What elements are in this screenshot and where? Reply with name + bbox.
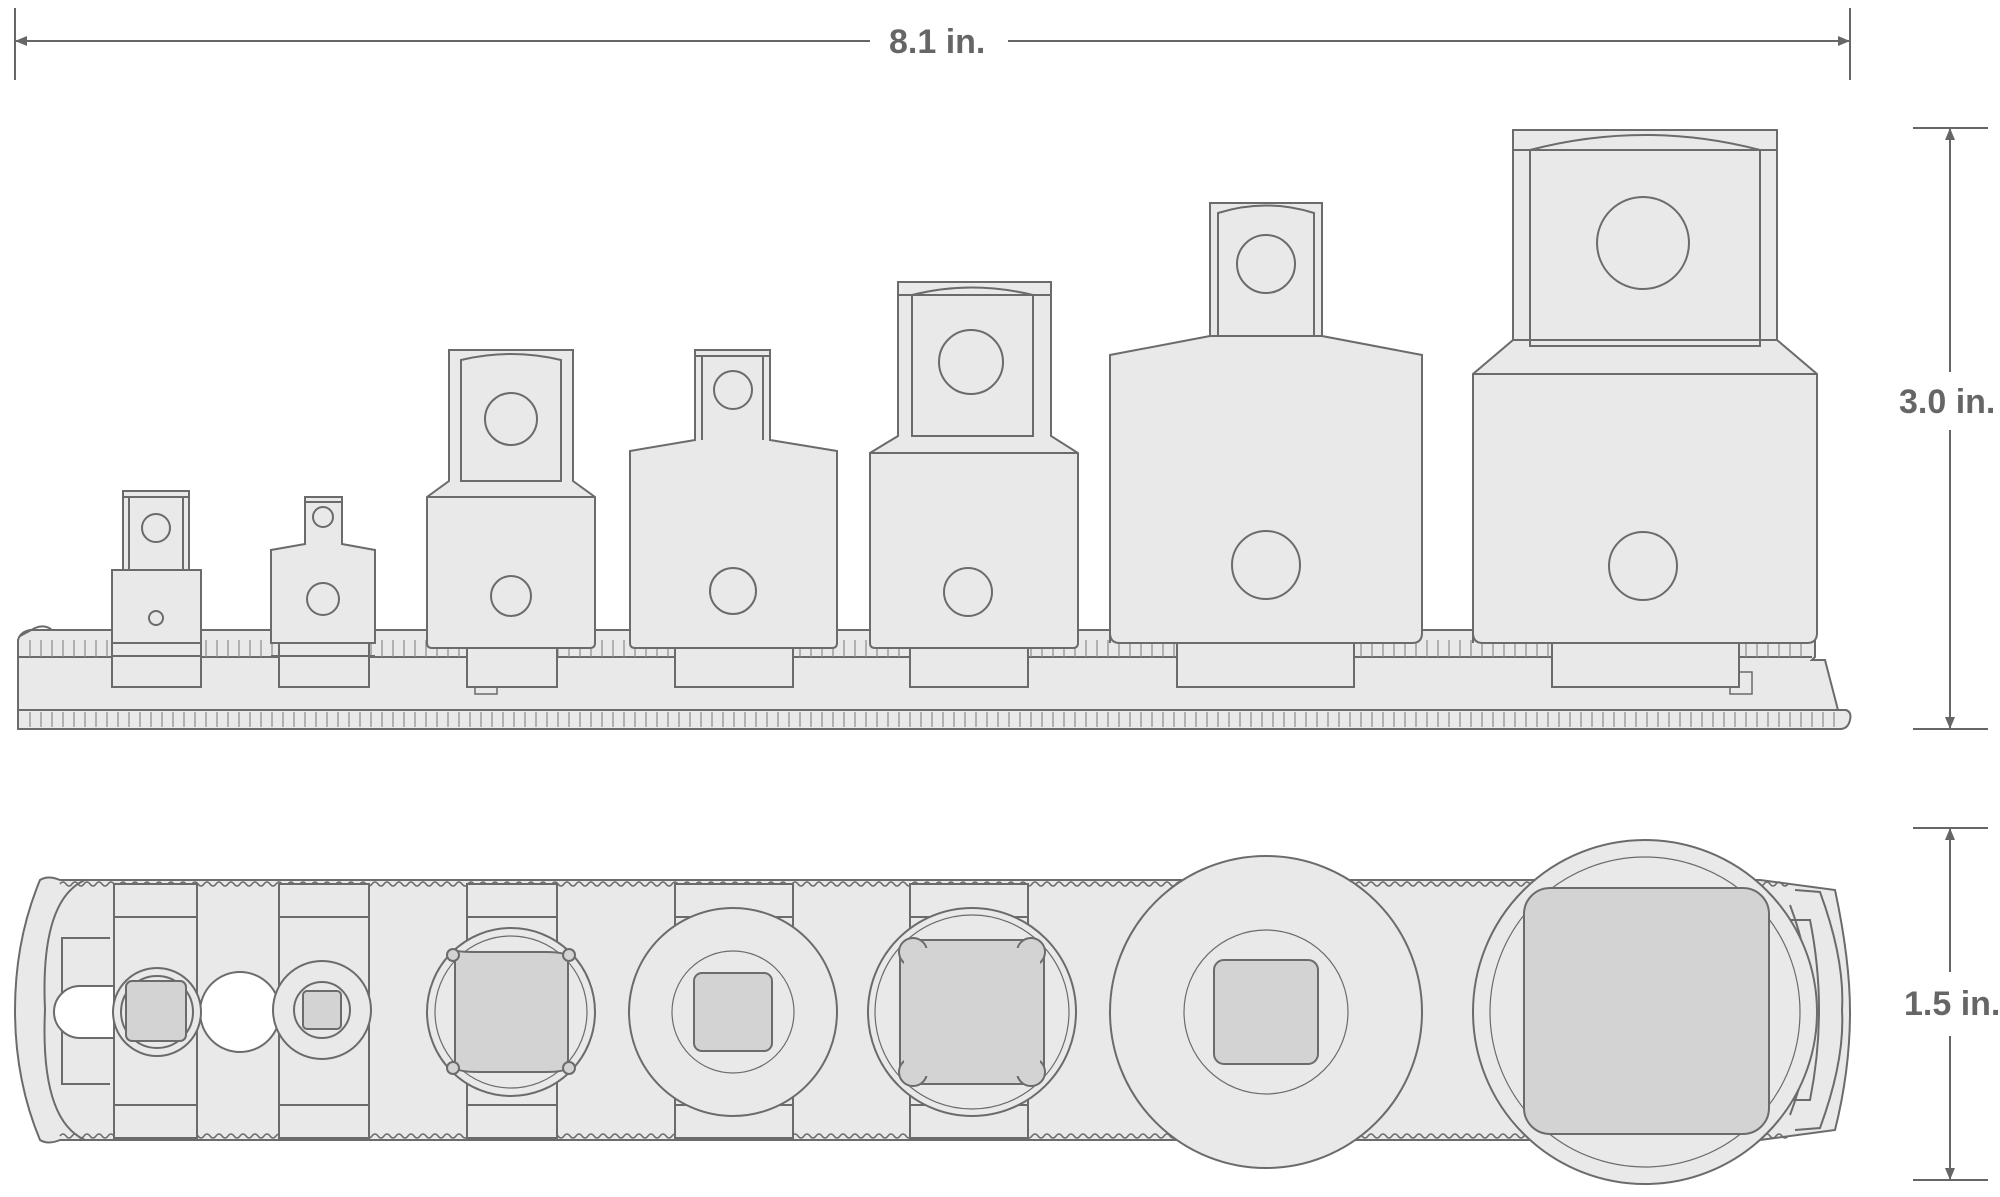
adapter-front-5 — [869, 281, 1079, 688]
adapter-top-6 — [1109, 855, 1423, 1169]
adapter-top-7 — [1472, 839, 1818, 1185]
rail-ticks-bottom — [29, 712, 1835, 727]
adapter-top-1 — [112, 883, 281, 1139]
adapter-top-2 — [272, 883, 372, 1139]
width-dimension — [14, 8, 1851, 80]
adapter-top-3 — [426, 883, 596, 1139]
adapter-top-4 — [628, 883, 838, 1139]
adapter-top-5 — [867, 883, 1077, 1139]
height-dimension-label: 3.0 in. — [1899, 382, 1996, 422]
adapter-front-3 — [426, 349, 596, 688]
depth-dimension — [1913, 827, 1988, 1181]
adapter-front-6 — [1109, 202, 1423, 688]
adapter-front-7 — [1472, 129, 1818, 688]
width-dimension-label: 8.1 in. — [889, 22, 986, 62]
depth-dimension-label: 1.5 in. — [1904, 984, 2000, 1024]
adapter-front-1 — [111, 490, 202, 688]
height-dimension — [1913, 127, 1988, 730]
adapter-front-2 — [270, 496, 376, 688]
adapter-front-4 — [629, 349, 838, 688]
